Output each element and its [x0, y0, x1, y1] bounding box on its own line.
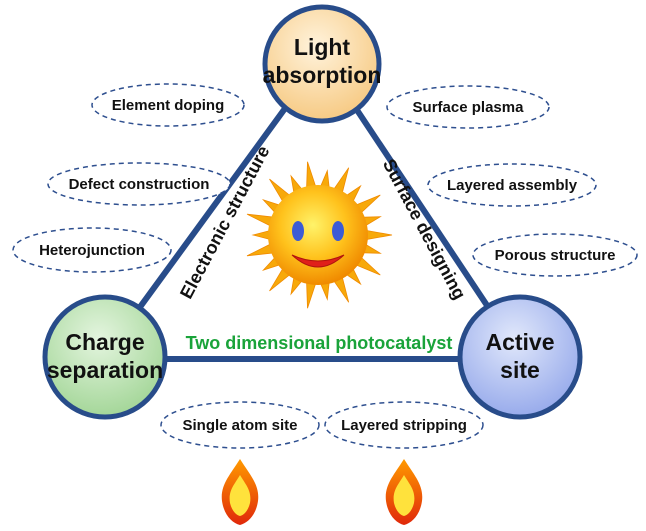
- oval-label: Heterojunction: [39, 242, 145, 259]
- oval-element-doping: Element doping: [91, 83, 245, 127]
- center-label: Two dimensional photocatalyst: [186, 333, 453, 353]
- oval-label: Layered stripping: [341, 417, 467, 434]
- flame-icon: [221, 459, 259, 525]
- oval-surface-plasma: Surface plasma: [386, 85, 550, 129]
- oval-label: Surface plasma: [413, 99, 525, 116]
- oval-label: Element doping: [112, 97, 225, 114]
- oval-label: Layered assembly: [447, 177, 578, 194]
- flame-icon: [385, 459, 423, 525]
- node-active-site: Active site: [457, 294, 583, 420]
- oval-layered-stripping: Layered stripping: [324, 401, 484, 449]
- node-light-absorption: Light absorption: [262, 4, 382, 124]
- oval-heterojunction: Heterojunction: [12, 227, 172, 273]
- node-label-line1: Active: [485, 329, 554, 355]
- oval-label: Defect construction: [69, 176, 210, 193]
- oval-label: Porous structure: [495, 247, 616, 264]
- node-label-line2: separation: [47, 357, 163, 383]
- oval-single-atom-site: Single atom site: [160, 401, 320, 449]
- node-label-line1: Charge: [65, 329, 144, 355]
- node-label-line1: Light: [294, 34, 351, 60]
- oval-label: Single atom site: [182, 417, 297, 434]
- oval-porous-structure: Porous structure: [472, 233, 638, 277]
- oval-defect-construction: Defect construction: [47, 162, 231, 206]
- node-charge-separation: Charge separation: [42, 294, 168, 420]
- node-label-line2: site: [500, 357, 540, 383]
- edge-label-electronic-structure: Electronic structure: [176, 142, 273, 302]
- node-label-line2: absorption: [263, 62, 382, 88]
- smiling-sun-icon: [246, 161, 393, 309]
- oval-layered-assembly: Layered assembly: [427, 163, 597, 207]
